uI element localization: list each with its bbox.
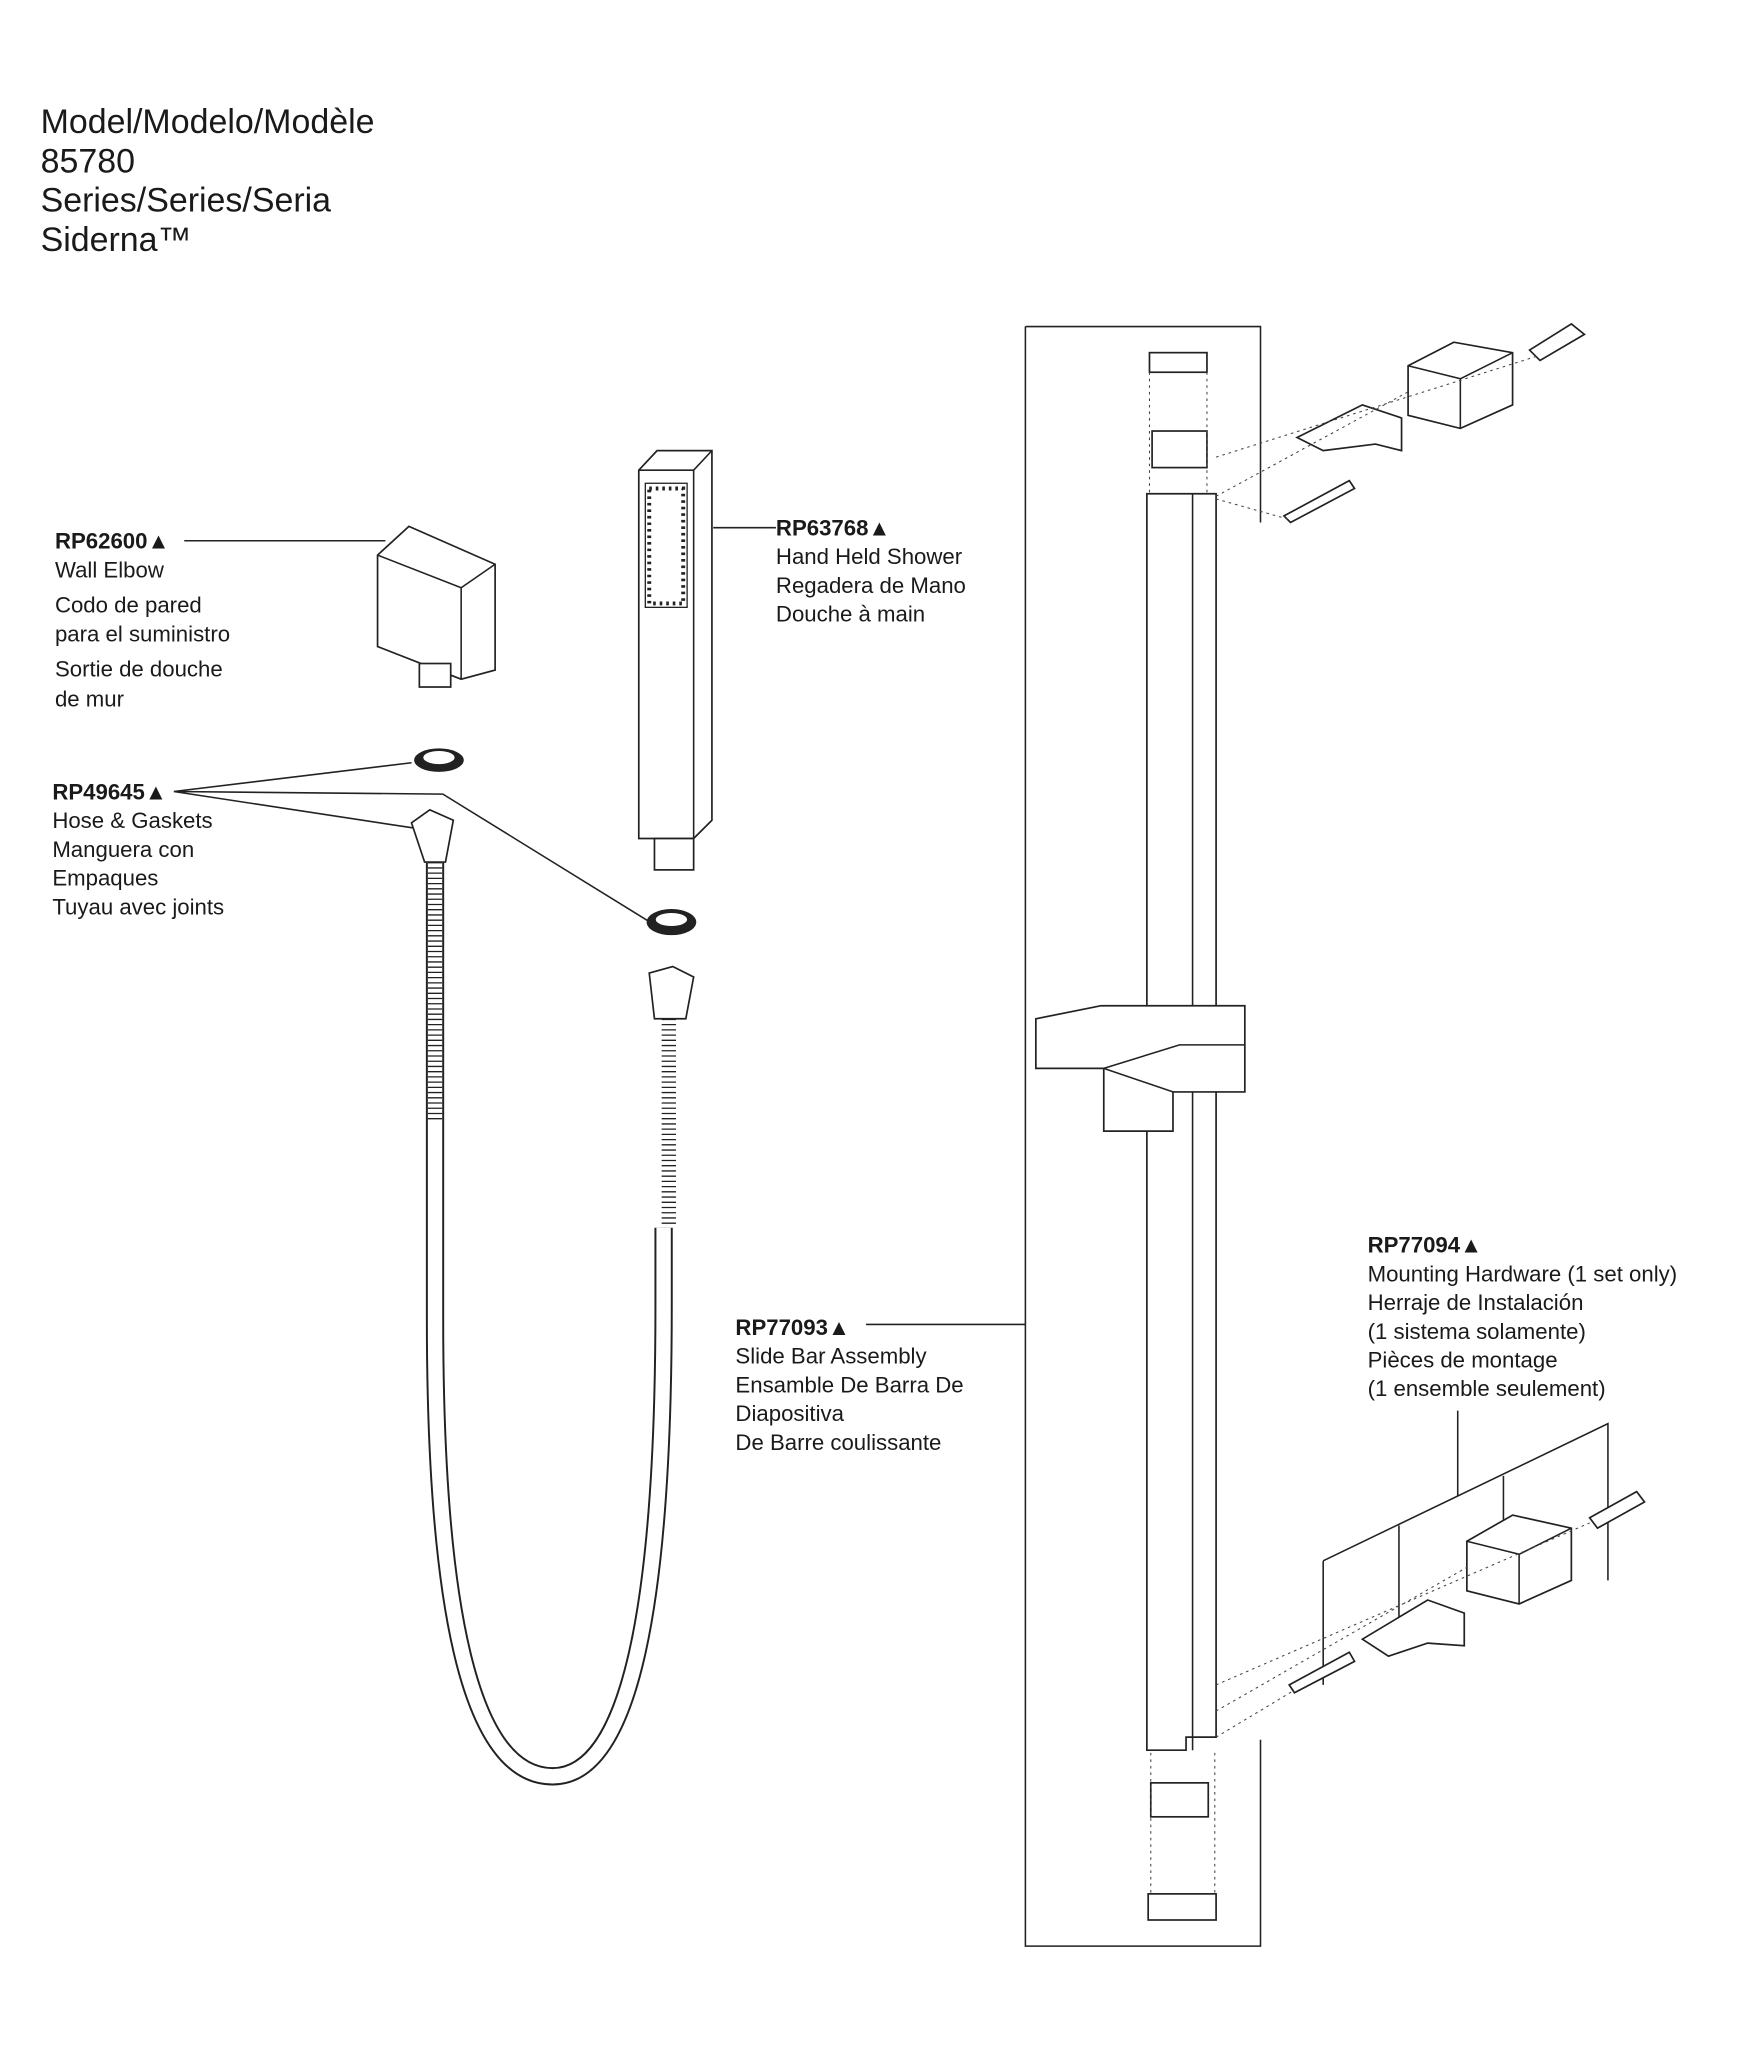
part-desc: Empaques [52, 866, 158, 891]
model-number: 85780 [41, 142, 135, 180]
gasket-top [414, 748, 464, 772]
part-label-wall-elbow: RP62600▲ Wall Elbow Codo de pared para e… [55, 529, 386, 712]
bottom-mounting-hardware [1215, 1490, 1646, 1738]
part-desc: Douche à main [776, 602, 925, 627]
part-desc: Ensamble De Barra De [735, 1372, 963, 1397]
part-number: RP77093▲ [735, 1315, 849, 1340]
top-mounting-hardware [1215, 322, 1586, 524]
part-desc: Diapositiva [735, 1401, 844, 1426]
part-desc: Sortie de douche [55, 657, 223, 682]
part-desc: Herraje de Instalación [1368, 1290, 1584, 1315]
part-desc: Codo de pared [55, 593, 202, 618]
part-label-hose: RP49645▲ Hose & Gaskets Manguera con Emp… [52, 761, 649, 922]
part-desc: De Barre coulissante [735, 1430, 941, 1455]
part-desc: Mounting Hardware (1 set only) [1368, 1261, 1678, 1286]
model-header: Model/Modelo/Modèle 85780 Series/Series/… [41, 103, 375, 259]
part-desc: de mur [55, 687, 125, 712]
part-label-hand-shower: RP63768▲ Hand Held Shower Regadera de Ma… [713, 516, 966, 627]
slide-bar-illustration [1024, 325, 1262, 1947]
part-label-slide-bar: RP77093▲ Slide Bar Assembly Ensamble De … [735, 1315, 1026, 1455]
part-desc: Tuyau avec joints [52, 894, 224, 919]
series-name: Siderna™ [41, 221, 192, 259]
part-desc: Hose & Gaskets [52, 808, 212, 833]
part-number: RP49645▲ [52, 779, 166, 804]
part-desc: Regadera de Mano [776, 573, 966, 598]
part-desc: (1 ensemble seulement) [1368, 1376, 1606, 1401]
part-number: RP63768▲ [776, 516, 890, 541]
gasket-bottom [646, 909, 697, 936]
part-label-mounting-hardware: RP77094▲ Mounting Hardware (1 set only) … [1322, 1233, 1678, 1685]
part-desc: (1 sistema solamente) [1368, 1319, 1586, 1344]
hose-illustration [410, 808, 695, 1786]
part-number: RP77094▲ [1368, 1233, 1482, 1258]
part-desc: Manguera con [52, 837, 194, 862]
series-label: Series/Series/Seria [41, 182, 332, 220]
part-desc: Pièces de montage [1368, 1348, 1558, 1373]
part-desc: Slide Bar Assembly [735, 1344, 927, 1369]
part-desc: Wall Elbow [55, 557, 165, 582]
hand-shower-illustration [637, 449, 713, 871]
wall-elbow-illustration [376, 525, 496, 688]
part-desc: para el suministro [55, 621, 230, 646]
part-number: RP62600▲ [55, 529, 169, 554]
model-label: Model/Modelo/Modèle [41, 103, 375, 141]
part-desc: Hand Held Shower [776, 544, 963, 569]
